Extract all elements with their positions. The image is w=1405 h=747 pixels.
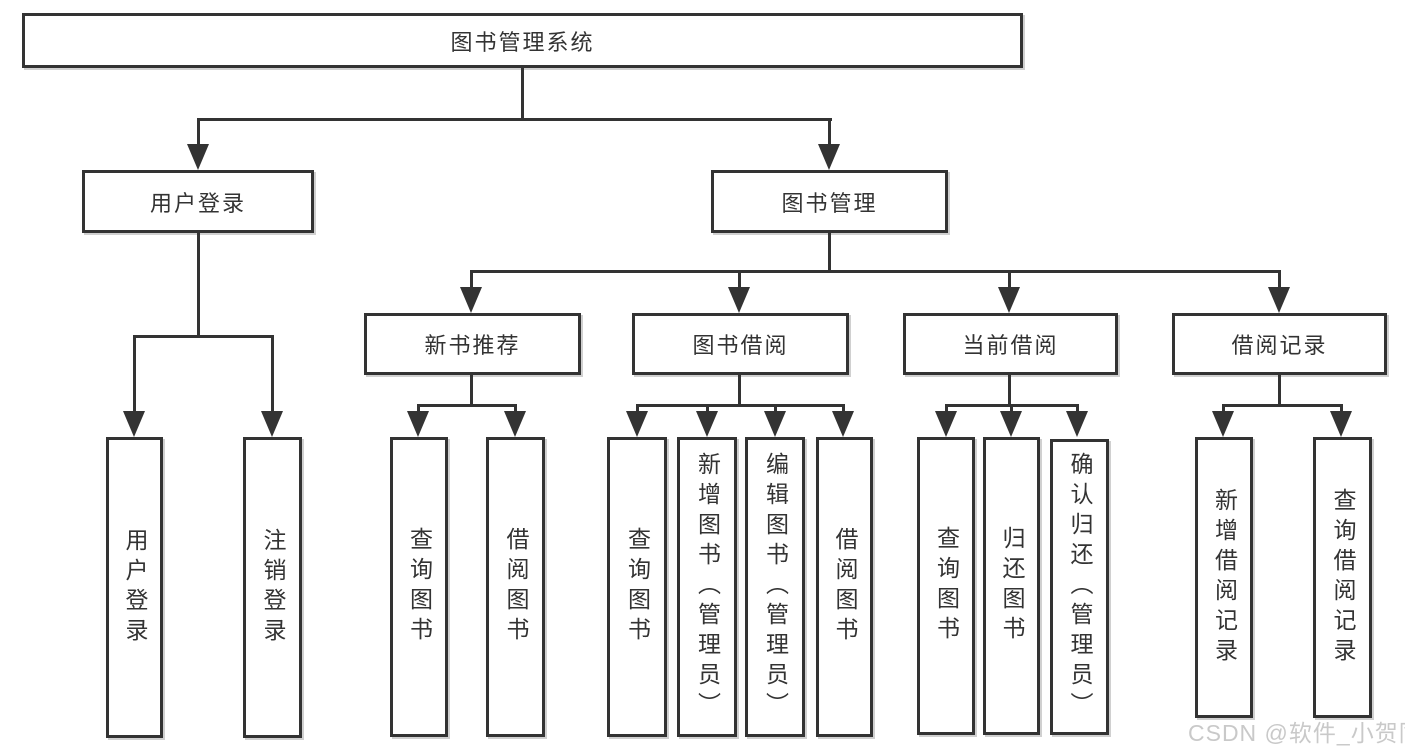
arrowhead-down — [1330, 411, 1352, 437]
arrowhead-down — [832, 411, 854, 437]
connector-book-borrow-crossbar — [636, 404, 845, 407]
connector-leaf — [417, 404, 420, 416]
leaf-return-books: 归还图书 — [983, 437, 1040, 735]
connector-leaf — [1010, 404, 1013, 416]
node-library-management-system: 图书管理系统 — [22, 13, 1023, 68]
connector-to-borrow-records — [1278, 270, 1281, 292]
leaf-logout: 注销登录 — [243, 437, 302, 738]
node-label: 用户登录 — [149, 190, 246, 216]
leaf-label: 查询图书 — [624, 527, 651, 647]
connector-leaf — [1076, 404, 1079, 416]
leaf-label: 查询图书 — [933, 526, 960, 646]
connector-user-login-trunk — [197, 233, 200, 338]
leaf-query-borrow-record: 查询借阅记录 — [1313, 437, 1372, 718]
connector-to-new-book-recommend — [470, 270, 473, 292]
arrowhead-down — [1000, 411, 1022, 437]
leaf-label: 新增借阅记录 — [1211, 487, 1238, 668]
arrowhead-down — [1066, 411, 1088, 437]
arrowhead-down — [1212, 411, 1234, 437]
arrowhead-down — [935, 411, 957, 437]
leaf-borrow-books-recommend: 借阅图书 — [486, 437, 545, 737]
leaf-label: 归还图书 — [999, 526, 1025, 646]
arrowhead-down — [696, 411, 718, 437]
leaf-label: 查询图书 — [406, 527, 433, 647]
arrowhead-down — [626, 411, 648, 437]
node-label: 图书管理系统 — [450, 29, 595, 55]
node-book-management: 图书管理 — [711, 170, 948, 233]
connector-root-trunk — [521, 68, 524, 121]
arrowhead-down — [728, 287, 750, 313]
leaf-query-books-recommend: 查询图书 — [390, 437, 448, 737]
leaf-label: 注销登录 — [260, 527, 286, 648]
leaf-user-login: 用户登录 — [106, 437, 163, 738]
csdn-watermark: CSDN @软件_小贺同学 — [1188, 720, 1405, 746]
connector-to-leaf-user-login — [133, 335, 136, 415]
leaf-label: 编辑图书（管理员） — [762, 452, 789, 722]
connector-leaf — [842, 404, 845, 416]
arrowhead-down — [187, 144, 209, 170]
node-book-borrow: 图书借阅 — [632, 313, 849, 375]
connector-leaf — [706, 404, 709, 416]
node-current-borrow: 当前借阅 — [903, 313, 1118, 375]
connector-new-book-crossbar — [417, 404, 517, 407]
leaf-label: 新增图书（管理员） — [694, 452, 721, 722]
arrowhead-down — [261, 411, 283, 437]
node-user-login: 用户登录 — [82, 170, 314, 233]
leaf-label: 确认归还（管理员） — [1067, 452, 1093, 722]
leaf-borrow-books: 借阅图书 — [816, 437, 873, 737]
node-label: 新书推荐 — [424, 333, 521, 358]
connector-root-crossbar — [197, 118, 832, 121]
leaf-confirm-return-admin: 确认归还（管理员） — [1050, 439, 1109, 735]
connector-to-book-borrow — [738, 270, 741, 292]
node-label: 图书借阅 — [692, 333, 789, 358]
arrowhead-down — [123, 411, 145, 437]
leaf-edit-books-admin: 编辑图书（管理员） — [745, 437, 805, 737]
connector-book-management-crossbar — [470, 270, 1281, 273]
leaf-query-books-current: 查询图书 — [917, 437, 975, 735]
leaf-label: 借阅图书 — [832, 527, 858, 647]
connector-to-leaf-logout — [271, 335, 274, 415]
arrowhead-down — [764, 411, 786, 437]
connector-book-management-trunk — [828, 233, 831, 273]
leaf-label: 用户登录 — [122, 527, 148, 648]
leaf-add-books-admin: 新增图书（管理员） — [677, 437, 737, 737]
leaf-add-borrow-record: 新增借阅记录 — [1195, 437, 1253, 718]
node-label: 借阅记录 — [1231, 333, 1328, 358]
leaf-label: 查询借阅记录 — [1330, 487, 1356, 668]
leaf-query-books-borrow: 查询图书 — [607, 437, 667, 737]
arrowhead-down — [504, 411, 526, 437]
connector-leaf — [774, 404, 777, 416]
connector-user-login-crossbar — [133, 335, 274, 338]
connector-current-borrow-trunk — [1008, 375, 1011, 407]
connector-borrow-records-crossbar — [1222, 404, 1342, 407]
node-new-book-recommend: 新书推荐 — [364, 313, 581, 375]
connector-book-borrow-trunk — [738, 375, 741, 407]
connector-leaf — [1222, 404, 1225, 416]
arrowhead-down — [818, 144, 840, 170]
connector-leaf — [1340, 404, 1343, 416]
node-borrow-records: 借阅记录 — [1172, 313, 1387, 375]
arrowhead-down — [1268, 287, 1290, 313]
connector-leaf — [636, 404, 639, 416]
leaf-label: 借阅图书 — [503, 527, 529, 647]
arrowhead-down — [407, 411, 429, 437]
connector-to-current-borrow — [1008, 270, 1011, 292]
connector-leaf — [514, 404, 517, 416]
arrowhead-down — [460, 287, 482, 313]
connector-to-book-management — [828, 118, 831, 148]
node-label: 当前借阅 — [962, 333, 1059, 358]
connector-to-user-login — [197, 118, 200, 148]
connector-new-book-trunk — [470, 375, 473, 407]
connector-borrow-records-trunk — [1278, 375, 1281, 407]
connector-leaf — [945, 404, 948, 416]
node-label: 图书管理 — [781, 190, 878, 216]
arrowhead-down — [998, 287, 1020, 313]
